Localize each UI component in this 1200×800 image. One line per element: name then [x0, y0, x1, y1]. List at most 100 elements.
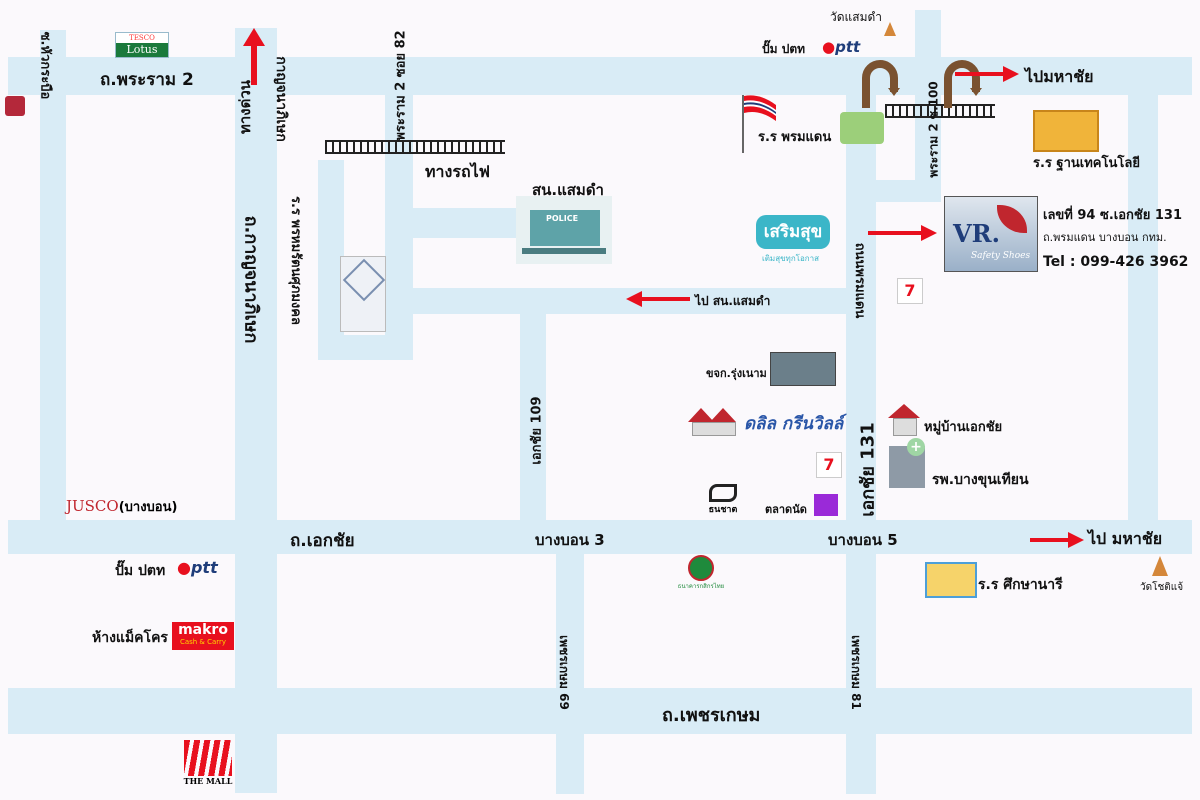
- label-soi-huakrabue: ซ.หัวกระบือ: [37, 31, 53, 100]
- kbank-logo: ธนาคารกสิกรไทย: [676, 555, 726, 597]
- road-to-police: [413, 208, 523, 238]
- label-ekkachai109: เอกชัย 109: [529, 396, 545, 465]
- label-kanchanaphisek: ถ.กาญจนาภิเษก: [240, 215, 262, 344]
- label-phrommadaen: ถนนพรมแดน: [852, 242, 868, 319]
- company-address1: เลขที่ 94 ซ.เอกชัย 131: [1043, 208, 1182, 223]
- school-phrommadaen-label: ร.ร พรมแดน: [758, 130, 832, 145]
- company-address2: ถ.พรมแดน บางบอน กทม.: [1043, 231, 1167, 244]
- flag-icon: [742, 95, 776, 153]
- village-ekkachai-label: หมู่บ้านเอกชัย: [924, 420, 1003, 435]
- police-station-icon: POLICE: [516, 196, 612, 264]
- house-roof-2: [710, 408, 736, 422]
- makro-text: makro: [178, 622, 228, 638]
- label-bangbon5: บางบอน 5: [828, 531, 898, 549]
- school-left-roof: [342, 258, 386, 302]
- hospital-icon: +: [889, 438, 925, 488]
- arrow-to-mahachai-top-icon: [955, 66, 1019, 82]
- label-ekkachai: ถ.เอกชัย: [290, 531, 355, 551]
- direction-to-mahachai-top: ไปมหาชัย: [1025, 67, 1094, 86]
- temple-icon-2: [1152, 556, 1168, 576]
- ptt-drop-icon: ●: [822, 38, 836, 56]
- hospital-cross-icon: +: [907, 438, 925, 456]
- sermsuk-logo: เสริมสุข: [756, 215, 830, 249]
- police-base: [522, 248, 606, 254]
- mark-icon: [5, 96, 25, 116]
- makro-logo: makro Cash & Carry: [172, 622, 234, 650]
- road-phetkasem81: [846, 554, 876, 794]
- railway-right: [885, 104, 995, 118]
- road-rama2: [8, 57, 1192, 95]
- label-phetkasem69: เพชรเกษม 69: [556, 635, 571, 710]
- company-logo: VR. Safety Shoes: [944, 196, 1038, 272]
- school-thanathech-icon: [1033, 110, 1099, 152]
- school-left-label: ร.ร พรหมรัตนศุภมงคล: [287, 196, 303, 325]
- police-building: [530, 210, 600, 246]
- label-rama2: ถ.พระราม 2: [100, 70, 194, 90]
- label-phetkasem: ถ.เพชรเกษม: [662, 705, 761, 726]
- arrow-up-head: [243, 28, 265, 46]
- police-sign-text: POLICE: [546, 214, 579, 223]
- label-rama2-soi82: พระราม 2 ซอย 82: [393, 30, 409, 141]
- arrow-up-icon: [251, 35, 257, 85]
- label-bangbon3: บางบอน 3: [535, 531, 605, 549]
- jusco-logo: JUSCO(บางบอน): [66, 496, 177, 517]
- road-phrommadaen: [846, 95, 876, 520]
- road-rama2-soi82: [385, 95, 413, 360]
- bus-depot-label: ขจก.รุ่งเนาม: [706, 367, 767, 380]
- thanachart-text: ธนชาต: [708, 505, 738, 515]
- temple-icon: [884, 22, 896, 36]
- hospital-label: รพ.บางขุนเทียน: [932, 472, 1029, 488]
- label-kanchanaphisek-top: กาญจนาภิเษก: [272, 56, 289, 142]
- seven-eleven-icon-2: 7: [816, 452, 842, 478]
- label-phetkasem81: เพชรเกษม 81: [848, 635, 863, 710]
- the-mall-mark-icon: [184, 740, 232, 776]
- school-thanathech-label: ร.ร ฐานเทคโนโลยี: [1033, 156, 1140, 171]
- road-right-edge: [1128, 95, 1158, 520]
- road-phetkasem69: [556, 554, 584, 794]
- school-left-icon: [340, 256, 386, 332]
- police-station-label: สน.แสมดำ: [532, 181, 604, 199]
- ptt-bottom-label: ปั๊ม ปตท: [115, 563, 166, 579]
- ptt-bottom-text: ptt: [190, 558, 218, 577]
- market-icon: [814, 494, 838, 516]
- house-body-2: [893, 418, 917, 436]
- arrow-to-police-icon: [626, 291, 690, 307]
- lotus-text: Lotus: [126, 43, 158, 56]
- road-ekkachai109: [520, 314, 546, 520]
- bus-depot-icon: [770, 352, 836, 386]
- ptt-top-label: ปั๊ม ปตท: [762, 42, 806, 56]
- house-icon-1: [688, 408, 738, 436]
- thanachart-mark-icon: [709, 484, 737, 502]
- market-label: ตลาดนัด: [765, 503, 807, 516]
- railway-left: [325, 140, 505, 154]
- makro-label: ห้างแม็คโคร: [92, 630, 168, 646]
- label-shortcut: ทางด่วน: [236, 79, 255, 135]
- arrow-to-mahachai-bottom-icon: [1030, 532, 1084, 548]
- arrow-to-company-icon: [868, 225, 937, 241]
- ptt-drop-icon-2: ●: [177, 558, 191, 577]
- wat-chaichana-label: วัดโชติแจ้: [1140, 582, 1184, 593]
- road-right-block: [876, 180, 941, 202]
- kbank-text: ธนาคารกสิกรไทย: [677, 583, 725, 590]
- school-phrommadaen-icon: [840, 112, 884, 144]
- the-mall-logo: THE MALL: [182, 740, 234, 792]
- label-railway: ทางรถไฟ: [425, 162, 490, 181]
- direction-to-police: ไป สน.แสมดำ: [695, 294, 771, 308]
- road-left-loop-bottom: [318, 335, 413, 360]
- ptt-top-logo: ●ptt: [822, 38, 860, 56]
- direction-to-mahachai-bottom: ไป มหาชัย: [1088, 529, 1163, 548]
- road-left-loop-v: [318, 160, 344, 360]
- label-rama2-soi100: พระราม 2 ซ.100: [926, 81, 941, 178]
- house-body: [692, 422, 736, 436]
- road-phetkasem: [8, 688, 1192, 734]
- house-icon-2: [888, 404, 920, 436]
- house-roof-1: [688, 408, 714, 422]
- the-mall-text: THE MALL: [183, 776, 233, 786]
- lotus-logo: TESCO Lotus: [115, 32, 169, 58]
- village-green-logo: ดลิล กรีนวิลล์: [744, 414, 844, 434]
- seven-eleven-icon: 7: [897, 278, 923, 304]
- tesco-text: TESCO: [116, 33, 168, 43]
- makro-sub: Cash & Carry: [179, 638, 227, 646]
- label-ekkachai131: เอกชัย 131: [857, 422, 879, 517]
- school-suksanari-icon: [925, 562, 977, 598]
